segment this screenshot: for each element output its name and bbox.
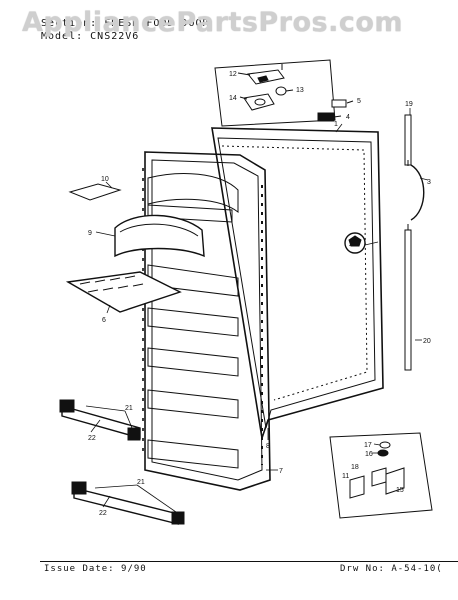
callout-16: 16 — [365, 451, 373, 458]
callout-4: 4 — [346, 114, 350, 121]
callout-2: 2 — [349, 241, 353, 248]
shelf-bar-lower — [71, 481, 185, 525]
egg-tray — [65, 271, 182, 313]
door-liner — [142, 151, 271, 491]
callout-9: 9 — [88, 230, 92, 237]
section-value: FRESH FOOD DOOR — [104, 18, 210, 29]
door-stop — [344, 232, 366, 254]
callout-21-lower: 21 — [137, 479, 145, 486]
lower-hinge-plate — [243, 93, 275, 111]
cover-5 — [331, 99, 347, 108]
section-label: Section: — [41, 18, 98, 29]
callout-17: 17 — [364, 442, 372, 449]
callout-10: 10 — [101, 176, 109, 183]
leader-lines — [85, 108, 429, 513]
drawing-number: Drw No: A-54-10( — [340, 564, 443, 574]
model-label: Model: — [41, 31, 84, 42]
issue-date: Issue Date: 9/90 — [44, 564, 147, 574]
dairy-door — [68, 183, 205, 258]
callout-1: 1 — [334, 121, 338, 128]
end-cap-left — [59, 399, 75, 413]
callout-7: 7 — [279, 468, 283, 475]
callout-8: 8 — [266, 443, 270, 450]
callout-22-upper: 22 — [88, 435, 96, 442]
callout-21-upper: 21 — [125, 405, 133, 412]
callout-3: 3 — [427, 179, 431, 186]
callout-12: 12 — [229, 71, 237, 78]
watermark-logo: AppliancePartsPros.com — [22, 7, 404, 38]
hinge-box-outline — [214, 59, 336, 127]
callout-22-lower: 22 — [99, 510, 107, 517]
model-value: CNS22V6 — [90, 31, 140, 42]
upper-hinge-plate — [247, 69, 285, 85]
callout-15: 15 — [396, 487, 404, 494]
callout-14: 14 — [229, 95, 237, 102]
callout-20: 20 — [423, 338, 431, 345]
footer-rule — [40, 561, 458, 562]
section-line: Section: FRESH FOOD DOOR — [41, 18, 210, 29]
model-line: Model: CNS22V6 — [41, 31, 139, 42]
end-cap-right — [127, 427, 141, 441]
door-gasket — [211, 127, 384, 439]
handle-bar-19 — [404, 114, 412, 166]
callout-5: 5 — [357, 98, 361, 105]
hinge-assembly — [214, 59, 354, 127]
callout-6: 6 — [102, 317, 106, 324]
dairy-cover-10 — [68, 183, 122, 201]
callout-labels: 1 2 3 4 5 6 7 8 9 10 11 12 13 14 15 16 1… — [88, 71, 431, 517]
shelf-bar-upper — [59, 399, 141, 441]
bushing-13 — [275, 86, 287, 96]
callout-11: 11 — [342, 473, 349, 480]
cap-4 — [317, 112, 335, 122]
handle-bar-20 — [404, 229, 412, 371]
callout-13: 13 — [296, 87, 304, 94]
door-handle — [404, 114, 425, 371]
callout-18: 18 — [351, 464, 359, 471]
callout-19: 19 — [405, 101, 413, 108]
